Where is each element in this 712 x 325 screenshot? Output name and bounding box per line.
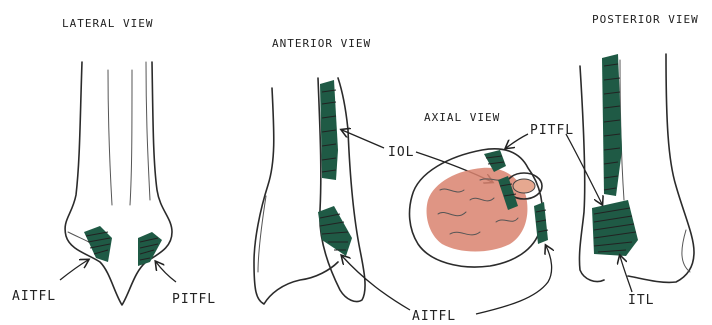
lateral-tibia-outline bbox=[65, 62, 172, 305]
axial-view-title: AXIAL VIEW bbox=[424, 111, 500, 124]
axial-pitfl-arrow bbox=[506, 134, 528, 148]
lateral-fibula-line bbox=[130, 70, 132, 205]
lateral-pitfl-arrow bbox=[156, 262, 176, 282]
lateral-pitfl-label: PITFL bbox=[172, 292, 216, 307]
lateral-aitfl-arrow bbox=[60, 260, 88, 280]
posterior-pitfl-ligament bbox=[592, 200, 638, 256]
aitfl-arrow-anterior bbox=[342, 256, 410, 310]
axial-tibia-marrow bbox=[427, 168, 528, 252]
itl-label: ITL bbox=[628, 293, 654, 308]
posterior-iol-ligament bbox=[602, 54, 622, 196]
iol-label: IOL bbox=[388, 145, 414, 160]
lateral-view-title: LATERAL VIEW bbox=[62, 17, 153, 30]
posterior-tibia-outline bbox=[628, 54, 694, 282]
axial-view: AXIAL VIEW PITFL bbox=[410, 111, 575, 267]
posterior-itl-arrow bbox=[620, 256, 632, 292]
aitfl-callout: AITFL bbox=[342, 246, 552, 324]
lateral-view: LATERAL VIEW AITFL PITFL bbox=[12, 17, 216, 307]
axial-fibula-marrow bbox=[513, 179, 535, 193]
lateral-pitfl-ligament bbox=[138, 232, 162, 266]
posterior-view-title: POSTERIOR VIEW bbox=[592, 13, 699, 26]
posterior-view: POSTERIOR VIEW ITL bbox=[566, 13, 699, 308]
aitfl-bottom-label: AITFL bbox=[412, 309, 456, 324]
lateral-fibula-edge bbox=[146, 62, 150, 200]
anterior-view-title: ANTERIOR VIEW bbox=[272, 37, 371, 50]
aitfl-arrow-axial bbox=[476, 246, 552, 314]
anterior-aitfl-ligament bbox=[318, 206, 352, 256]
lateral-tibia-inner-line bbox=[108, 70, 112, 205]
posterior-tibia-shadow bbox=[682, 230, 690, 272]
anterior-view: ANTERIOR VIEW IOL bbox=[254, 37, 492, 304]
lateral-aitfl-label: AITFL bbox=[12, 289, 56, 304]
